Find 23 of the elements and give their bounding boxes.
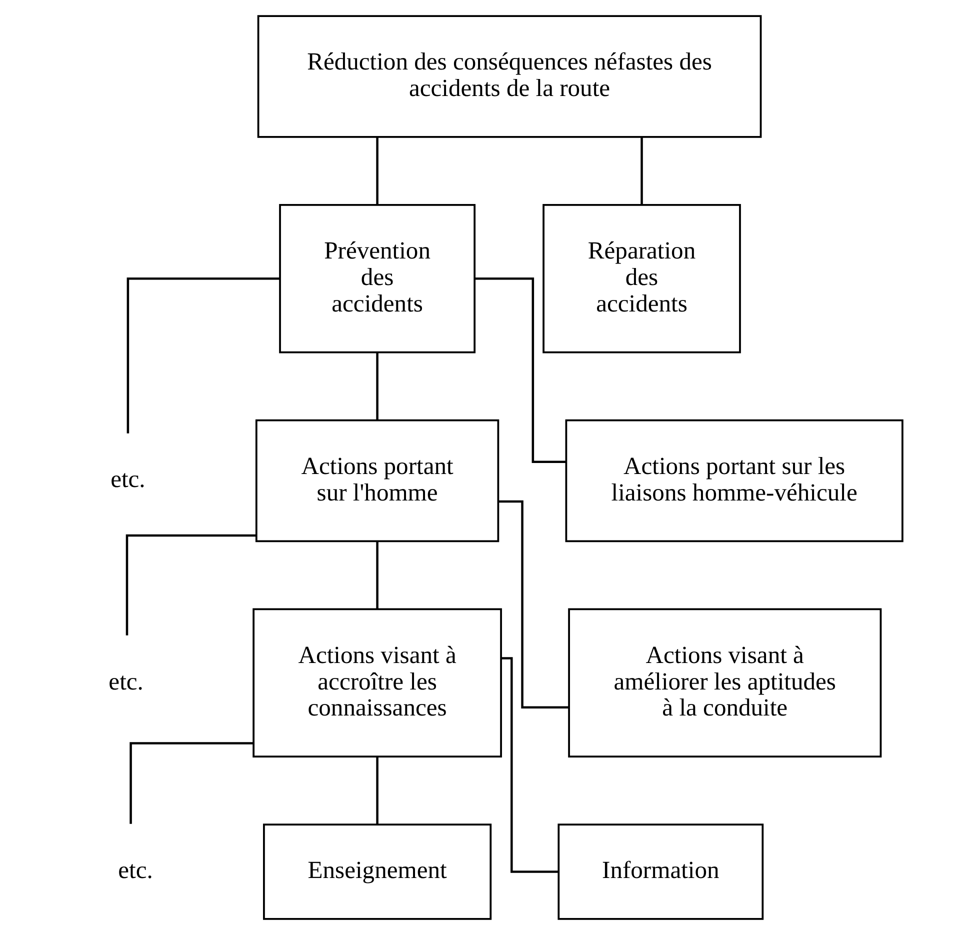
connector bbox=[125, 534, 256, 636]
node-box: Réduction des conséquences néfastes des accidents de la route bbox=[256, 15, 762, 138]
node-box: Actions portant sur l'homme bbox=[254, 419, 499, 542]
connector bbox=[376, 541, 378, 609]
connector bbox=[640, 137, 642, 204]
node-text: etc. bbox=[110, 466, 145, 494]
connector bbox=[376, 756, 378, 825]
connector bbox=[376, 137, 378, 204]
node-box: Réparation des accidents bbox=[542, 204, 740, 354]
node-box: Enseignement bbox=[262, 824, 492, 920]
node-box: Information bbox=[557, 824, 764, 920]
node-text: etc. bbox=[118, 857, 152, 884]
connector bbox=[500, 657, 558, 873]
connector bbox=[126, 277, 279, 434]
node-box: Actions visant à améliorer les aptitudes à la conduite bbox=[568, 608, 882, 758]
connector bbox=[474, 277, 566, 463]
connector bbox=[376, 352, 378, 420]
node-box: Prévention des accidents bbox=[278, 204, 476, 354]
connector bbox=[129, 742, 253, 824]
node-text: etc. bbox=[108, 668, 143, 696]
connector bbox=[498, 500, 568, 709]
node-box: Actions visant à accroître les connaissances bbox=[252, 608, 502, 758]
node-box: Actions portant sur les liaisons homme-véhicule bbox=[564, 419, 903, 542]
